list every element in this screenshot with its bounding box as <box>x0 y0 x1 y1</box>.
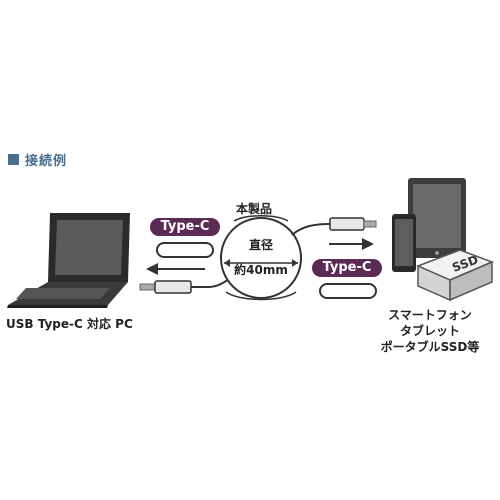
typec-badge-left: Type-C <box>150 218 220 236</box>
left-cable <box>191 279 229 288</box>
right-plug-icon <box>329 217 377 231</box>
right-cable <box>291 223 331 236</box>
diameter-value: 約40mm <box>234 263 288 277</box>
typec-port-right-icon <box>319 283 377 299</box>
arrow-left-icon <box>146 263 205 275</box>
diameter-label: 直径 <box>248 238 273 252</box>
laptop-icon <box>7 213 130 308</box>
reel-icon <box>220 215 302 301</box>
heading-square-icon <box>8 154 19 165</box>
section-heading: 接続例 <box>8 150 67 169</box>
left-plug-icon <box>139 280 192 294</box>
arrow-right-icon <box>329 238 374 250</box>
typec-port-left-icon <box>156 242 214 258</box>
device-label-line: タブレット <box>399 324 460 338</box>
section-title: 接続例 <box>25 154 68 169</box>
typec-badge-right: Type-C <box>312 259 382 277</box>
device-label-line: ポータブルSSD等 <box>380 340 480 354</box>
ssd-icon: SSD <box>416 249 495 302</box>
tablet-icon <box>408 178 466 258</box>
pc-label: USB Type-C 対応 PC <box>6 317 133 331</box>
product-label: 本製品 <box>236 202 273 216</box>
device-label-line: スマートフォン <box>388 308 472 322</box>
device-label: スマートフォン タブレット ポータブルSSD等 <box>360 307 500 355</box>
smartphone-icon <box>392 214 416 272</box>
